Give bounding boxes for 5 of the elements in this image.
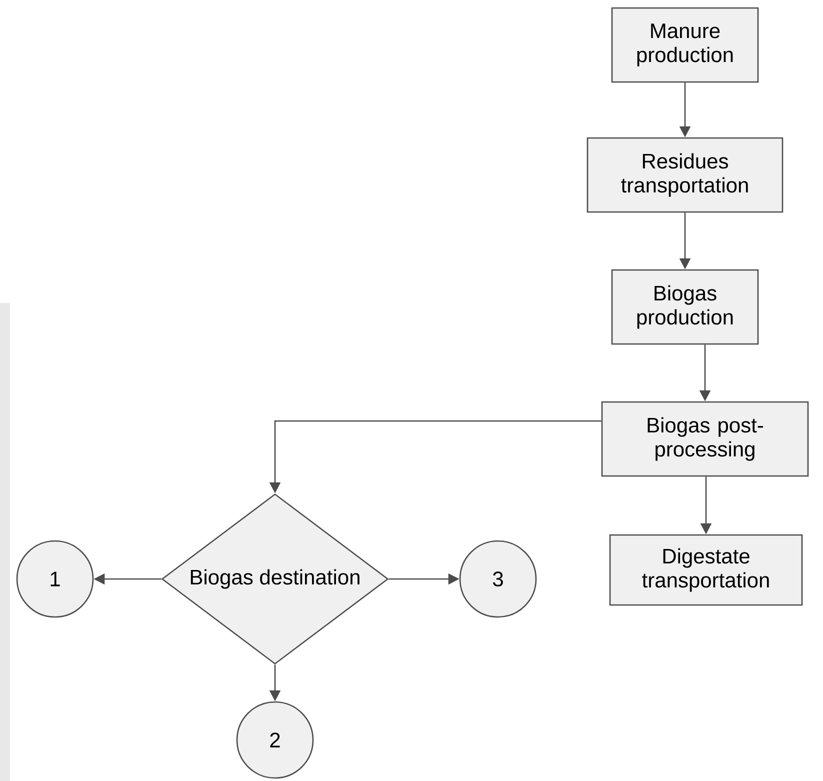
process-box: Manure production: [611, 7, 759, 83]
process-box: Digestate transportation: [609, 534, 803, 606]
process-box: Biogas production: [611, 269, 759, 345]
process-box: Biogas post-processing: [601, 401, 809, 477]
process-box: Residues transportation: [586, 137, 784, 213]
